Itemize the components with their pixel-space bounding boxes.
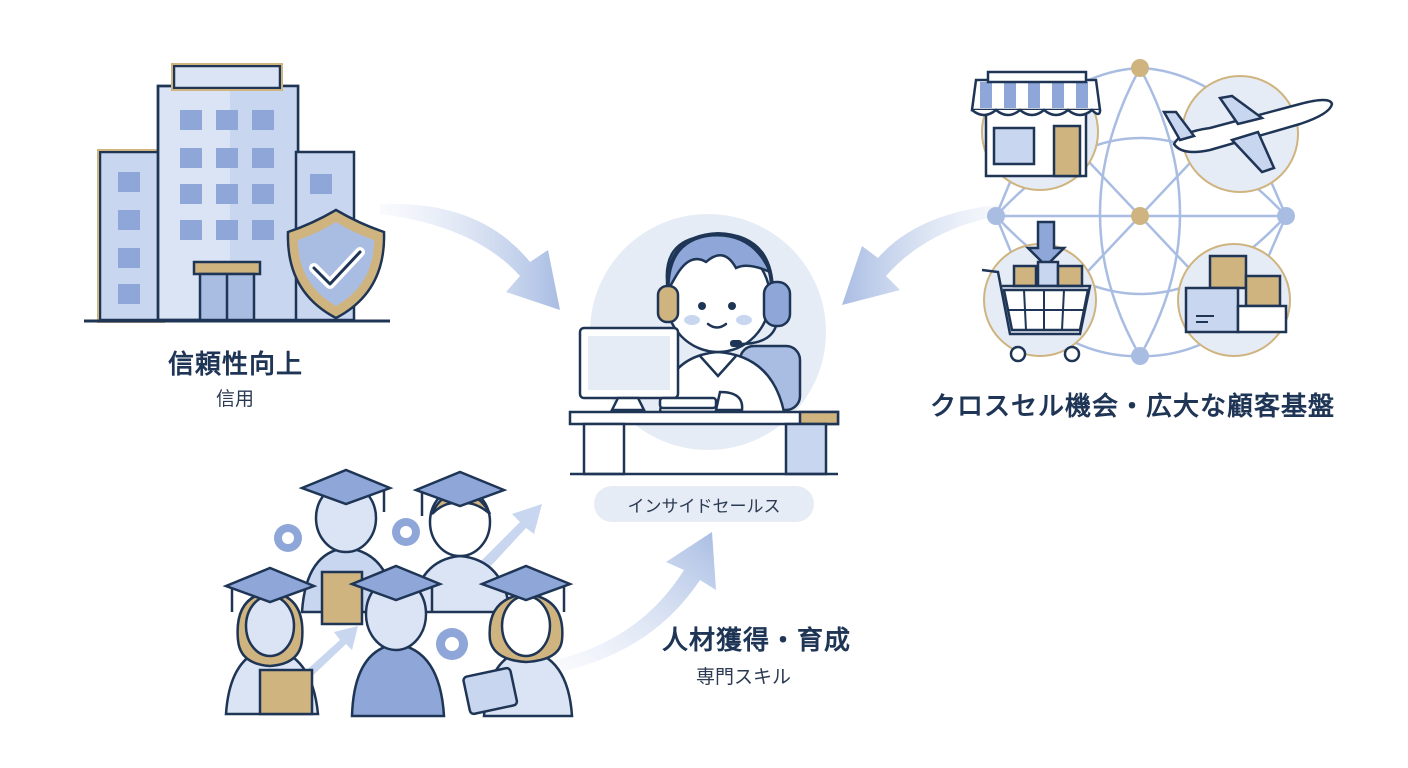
crosssell-title: クロスセル機会・広大な顧客基盤 xyxy=(930,392,1336,422)
shopping-cart-icon xyxy=(981,220,1097,363)
graduates-group-icon xyxy=(222,468,574,718)
gear-icon xyxy=(274,518,468,660)
arrow-talent-to-center xyxy=(555,532,716,672)
talent-title: 人材獲得・育成 xyxy=(662,626,852,656)
boxes-icon xyxy=(1177,243,1291,357)
arrow-trust-to-center xyxy=(380,203,560,310)
airplane-icon xyxy=(1161,75,1334,193)
operator-headset-icon xyxy=(568,214,840,476)
shield-check-icon xyxy=(286,208,386,320)
arrow-crosssell-to-center xyxy=(842,204,1010,305)
trust-subtitle: 信用 xyxy=(216,388,255,410)
center-label-pill: インサイドセールス xyxy=(594,486,814,522)
trust-title: 信頼性向上 xyxy=(168,350,304,380)
talent-subtitle: 専門スキル xyxy=(696,666,792,688)
store-icon xyxy=(970,70,1102,191)
